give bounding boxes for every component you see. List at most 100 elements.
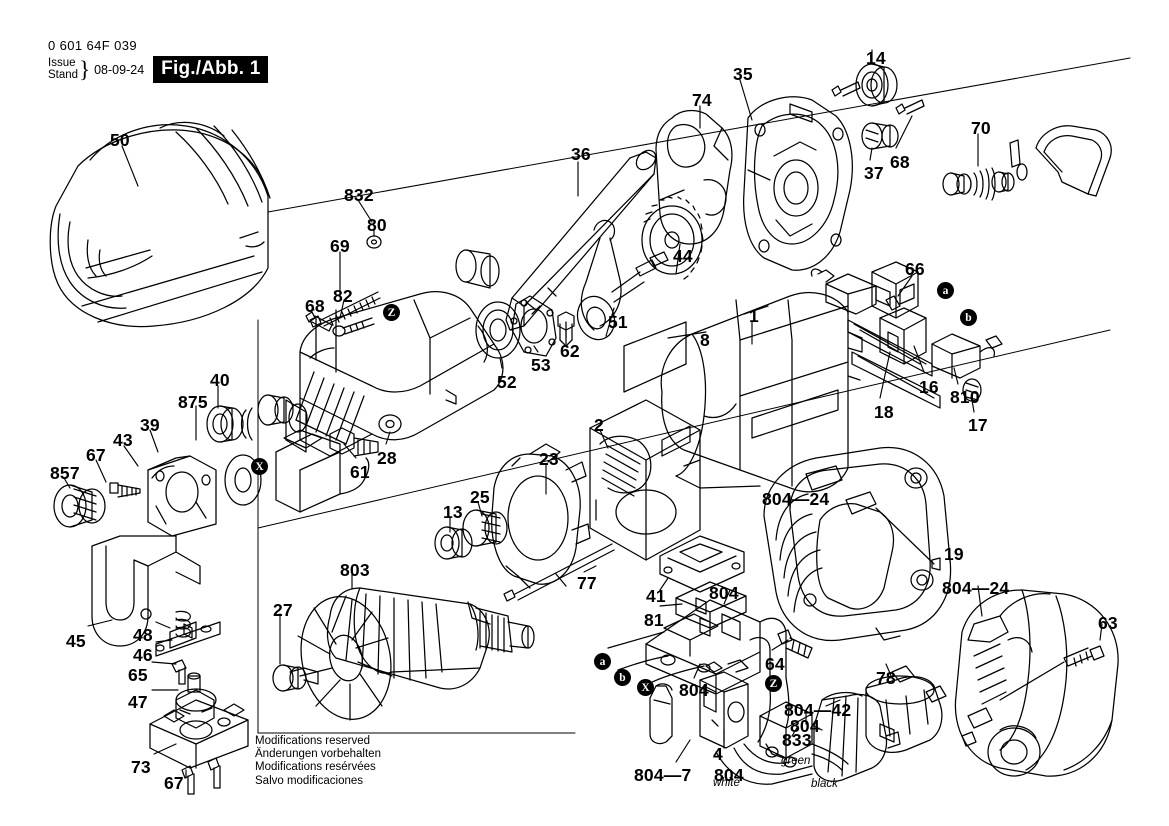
part-67-screw-left — [109, 482, 141, 498]
callout-82: 82 — [333, 286, 353, 306]
part-13-bearing — [434, 526, 473, 560]
part-27-bushing — [272, 664, 307, 692]
part-41-cover-plate — [659, 535, 745, 593]
issue-label: Issue — [48, 57, 76, 69]
armature-fan — [297, 595, 393, 721]
stand-label: Stand — [48, 68, 79, 81]
callout-804-24: 804—24 — [942, 578, 1010, 598]
callout-65: 65 — [128, 665, 148, 685]
callout-19: 19 — [944, 544, 964, 564]
part-61-bolt — [329, 427, 379, 457]
leader-lines — [63, 49, 1103, 779]
callout-4: 4 — [713, 744, 723, 764]
marker-x-7: X — [637, 679, 654, 696]
callout-18: 18 — [874, 402, 894, 422]
issue-row: Issue Stand } 08-09-24 Fig./Abb. 1 — [48, 56, 269, 83]
part-67-screws-bottom — [181, 757, 221, 795]
part-36-ram — [505, 149, 657, 331]
callout-13: 13 — [443, 502, 463, 522]
part-63-screw — [999, 645, 1105, 701]
callout-51: 51 — [608, 312, 628, 332]
part-40-seal-stack — [206, 394, 294, 443]
part-4-switch — [699, 659, 749, 749]
callout-81: 81 — [644, 610, 664, 630]
callout-23: 23 — [539, 449, 559, 469]
part-82-screw — [332, 317, 375, 337]
callout-35: 35 — [733, 64, 753, 84]
part-23-air-baffle — [491, 443, 591, 589]
part-69-screw — [309, 291, 381, 328]
part-70-spring-assembly — [942, 139, 1028, 201]
wire-label-white: white — [713, 777, 740, 789]
part-81-switch-cap — [675, 581, 747, 629]
callout-804: 804 — [714, 765, 744, 785]
callout-61: 61 — [350, 462, 370, 482]
callout-43: 43 — [113, 430, 133, 450]
part-65-screw — [171, 659, 187, 685]
callout-804-7: 804—7 — [634, 765, 692, 785]
callout-27: 27 — [273, 600, 293, 620]
callout-28: 28 — [377, 448, 397, 468]
callout-50: 50 — [110, 130, 130, 150]
callout-48: 48 — [133, 625, 153, 645]
issue-date: 08-09-24 — [94, 62, 145, 77]
callout-68: 68 — [890, 152, 910, 172]
part-810-carbon-brush-lower — [931, 333, 1003, 379]
callout-1: 1 — [749, 306, 759, 326]
part-51-crank — [576, 219, 669, 341]
part-37-bush — [861, 122, 899, 150]
callout-832: 832 — [344, 185, 374, 205]
part-77-screw — [503, 543, 615, 602]
callout-804-24: 804—24 — [762, 489, 830, 509]
part-25-bushing — [462, 509, 508, 547]
callout-47: 47 — [128, 692, 148, 712]
callout-37: 37 — [864, 163, 884, 183]
brace-glyph: } — [79, 56, 91, 82]
part-804-24-housing-right — [954, 589, 1119, 777]
callout-875: 875 — [178, 392, 208, 412]
callout-68: 68 — [305, 296, 325, 316]
part-804-7-cable-boot — [649, 683, 673, 745]
callout-40: 40 — [210, 370, 230, 390]
sheet-header: 0 601 64F 039 Issue Stand } 08-09-24 Fig… — [48, 38, 269, 83]
part-39-washer — [224, 454, 262, 506]
part-50-shoe-cover — [49, 121, 271, 328]
part-8-nameplate — [623, 321, 687, 393]
note-line-es: Salvo modificaciones — [255, 774, 364, 787]
callout-14: 14 — [866, 48, 886, 68]
part-804-42-plug — [813, 691, 901, 782]
part-73-shoe-base — [149, 699, 249, 769]
part-857-collar — [53, 484, 106, 528]
marker-b-6: b — [614, 669, 631, 686]
part-46-plate — [155, 621, 221, 657]
part-53-plate — [510, 295, 557, 357]
callout-67: 67 — [86, 445, 106, 465]
part-44-gear — [641, 196, 704, 280]
callout-73: 73 — [131, 757, 151, 777]
note-line-fr: Modifications resérvées — [255, 761, 376, 774]
callout-17: 17 — [968, 415, 988, 435]
part-14-bearing — [855, 63, 898, 107]
callout-36: 36 — [571, 144, 591, 164]
cord-wires — [715, 677, 849, 785]
part-43-bracket — [147, 455, 217, 537]
part-68-screws-top — [831, 81, 925, 115]
note-line-de: Änderungen vorbehalten — [255, 748, 381, 761]
callout-45: 45 — [66, 631, 86, 651]
callout-804-42: 804—42 — [784, 700, 852, 720]
marker-b-4: b — [960, 309, 977, 326]
callout-8: 8 — [700, 330, 710, 350]
callout-810: 810 — [950, 387, 980, 407]
callout-78: 78 — [876, 668, 896, 688]
wire-label-black: black — [811, 778, 838, 790]
callout-41: 41 — [646, 586, 666, 606]
callout-804: 804 — [679, 680, 709, 700]
callout-16: 16 — [919, 377, 939, 397]
part-35-gear-housing — [743, 96, 853, 271]
part-78-collar — [865, 665, 947, 753]
part-804-switch-assembly — [607, 599, 787, 695]
callout-803: 803 — [340, 560, 370, 580]
callout-69: 69 — [330, 236, 350, 256]
